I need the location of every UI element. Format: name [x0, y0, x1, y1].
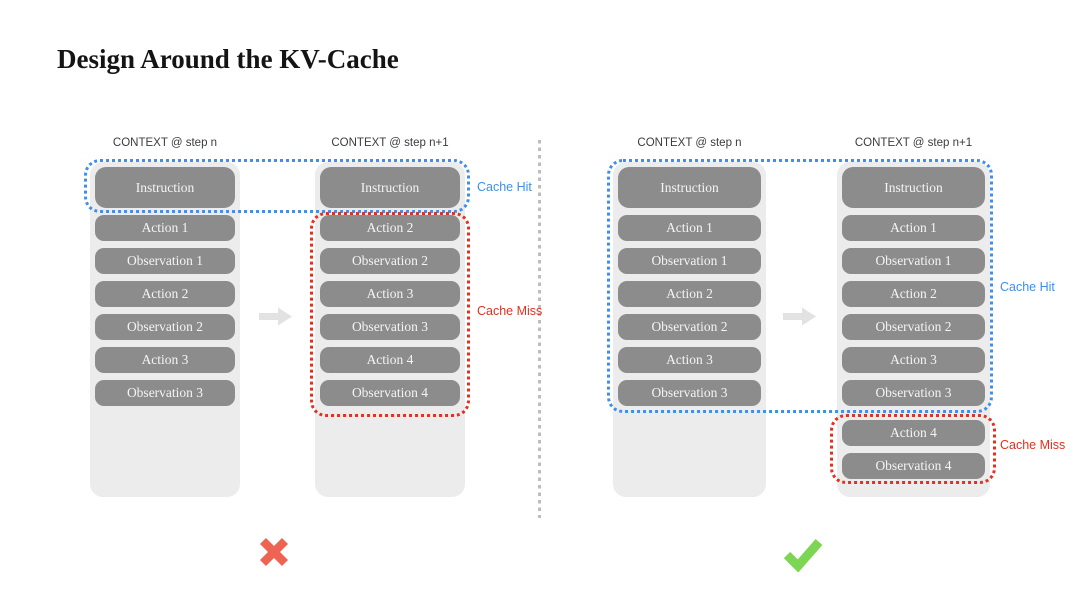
action-box: Action 2: [95, 281, 235, 307]
observation-box: Observation 4: [842, 453, 985, 479]
instruction-box: Instruction: [618, 167, 761, 208]
context-column-step-n: Instruction Action 1 Observation 1 Actio…: [90, 162, 240, 497]
instruction-box: Instruction: [95, 167, 235, 208]
action-box: Action 1: [618, 215, 761, 241]
action-box: Action 1: [95, 215, 235, 241]
cache-miss-label: Cache Miss: [477, 304, 543, 318]
observation-box: Observation 3: [320, 314, 460, 340]
cache-miss-label: Cache Miss: [1000, 438, 1066, 452]
context-step-n1-header: CONTEXT @ step n+1: [331, 137, 449, 149]
observation-box: Observation 2: [320, 248, 460, 274]
context-column-step-n1: Instruction Action 1 Observation 1 Actio…: [837, 162, 990, 497]
cross-icon: [259, 537, 289, 567]
action-box: Action 3: [618, 347, 761, 373]
check-icon: [783, 539, 823, 572]
cache-hit-label: Cache Hit: [1000, 280, 1055, 294]
context-step-n-header: CONTEXT @ step n: [637, 137, 742, 149]
action-box: Action 4: [320, 347, 460, 373]
action-box: Action 3: [320, 281, 460, 307]
context-column-step-n1: Instruction Action 2 Observation 2 Actio…: [315, 162, 465, 497]
observation-box: Observation 3: [842, 380, 985, 406]
observation-box: Observation 2: [95, 314, 235, 340]
cache-hit-label: Cache Hit: [477, 180, 532, 194]
instruction-box: Instruction: [842, 167, 985, 208]
action-box: Action 1: [842, 215, 985, 241]
observation-box: Observation 3: [618, 380, 761, 406]
right-arrow-icon: [259, 307, 292, 326]
action-box: Action 2: [842, 281, 985, 307]
observation-box: Observation 2: [842, 314, 985, 340]
instruction-box: Instruction: [320, 167, 460, 208]
action-box: Action 4: [842, 420, 985, 446]
page-title: Design Around the KV-Cache: [57, 44, 399, 74]
action-box: Action 2: [320, 215, 460, 241]
observation-box: Observation 1: [842, 248, 985, 274]
observation-box: Observation 2: [618, 314, 761, 340]
observation-box: Observation 4: [320, 380, 460, 406]
context-step-n-header: CONTEXT @ step n: [112, 137, 218, 149]
divider: [538, 140, 541, 518]
action-box: Action 3: [95, 347, 235, 373]
action-box: Action 2: [618, 281, 761, 307]
action-box: Action 3: [842, 347, 985, 373]
context-step-n1-header: CONTEXT @ step n+1: [854, 137, 973, 149]
observation-box: Observation 1: [618, 248, 761, 274]
right-arrow-icon: [783, 307, 816, 326]
observation-box: Observation 3: [95, 380, 235, 406]
observation-box: Observation 1: [95, 248, 235, 274]
context-column-step-n: Instruction Action 1 Observation 1 Actio…: [613, 162, 766, 497]
